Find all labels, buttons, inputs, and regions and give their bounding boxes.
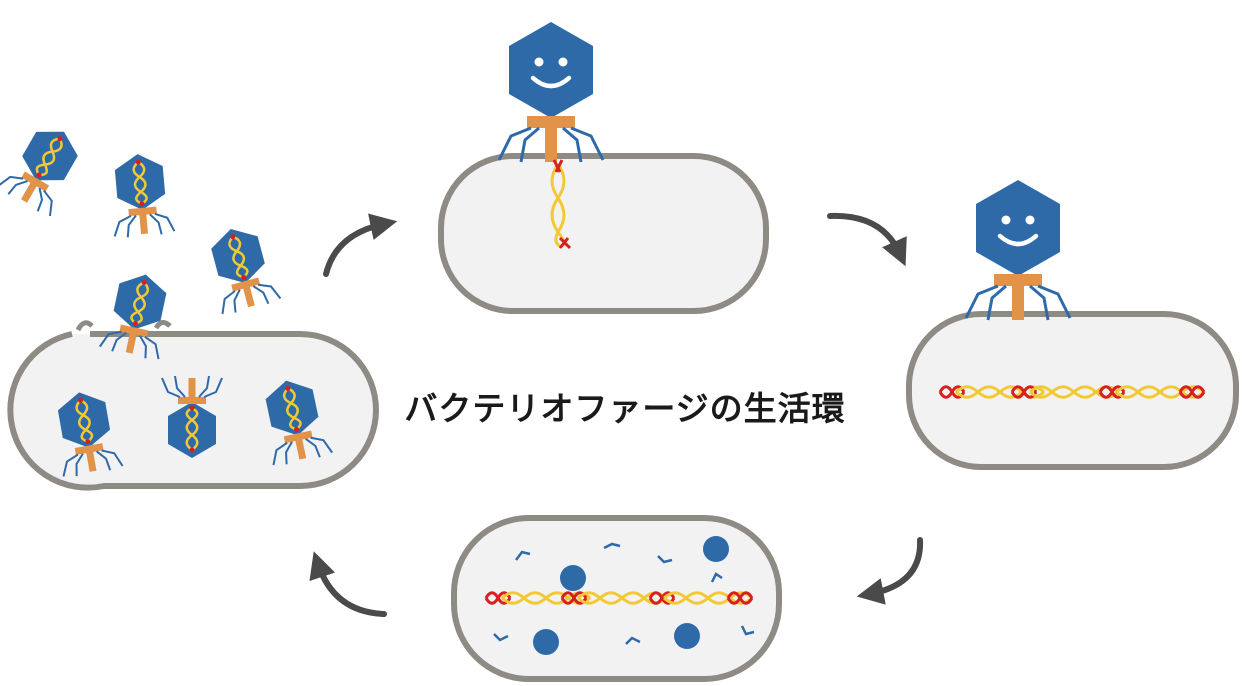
phage-empty — [966, 180, 1070, 320]
cycle-arrows — [309, 212, 924, 617]
arrow-bottom-to-left — [309, 551, 387, 617]
phage-released-1 — [0, 115, 92, 220]
tail-fiber-fragments — [493, 542, 755, 645]
capsid-particles — [533, 536, 729, 655]
stage-integration — [906, 180, 1239, 470]
stage-injection — [438, 22, 769, 314]
injected-dna — [550, 159, 572, 250]
stage-replication — [451, 515, 782, 682]
bacterium-cell-top — [438, 153, 769, 314]
arrow-right-to-bottom — [856, 537, 924, 605]
phage-released-3 — [200, 219, 283, 318]
arrow-top-to-right — [827, 212, 907, 267]
diagram-title: バクテリオファージの生活環 — [404, 389, 845, 428]
phage-attaching — [499, 22, 603, 162]
stage-lysis — [0, 115, 379, 491]
phage-released-2 — [106, 150, 176, 240]
arrow-left-to-top — [323, 213, 398, 277]
